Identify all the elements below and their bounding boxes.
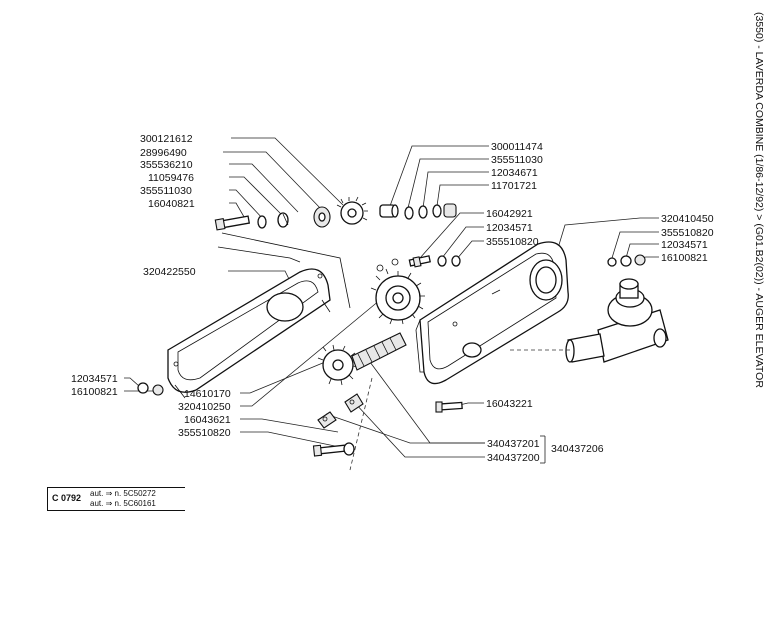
bolt-top-left-icon	[214, 206, 331, 231]
part-label: 340437201	[487, 438, 540, 450]
part-label: 355511030	[491, 154, 543, 166]
bushing-top-mid-icon	[379, 203, 457, 220]
part-label: 16100821	[661, 252, 708, 264]
part-label: 355510820	[178, 427, 231, 439]
part-label: 340437200	[487, 452, 540, 464]
part-label-chain-group: 340437206	[551, 443, 604, 455]
part-label: 355510820	[661, 227, 714, 239]
labels-center: 16042921 12034571 355510820	[486, 208, 539, 248]
part-label: 12034671	[491, 167, 538, 179]
part-label-bolt: 16043221	[486, 398, 533, 410]
revision-note: aut. ⇒ n. 5C50272	[90, 489, 156, 498]
part-label: 320410250	[178, 401, 231, 413]
right-washers-icon	[607, 254, 646, 267]
part-label: 11059476	[148, 172, 194, 184]
leader-lines	[124, 137, 659, 464]
part-label: 355510820	[486, 236, 539, 248]
part-label: 16042921	[486, 208, 533, 220]
revision-note: aut. ⇒ n. 5C60161	[90, 499, 156, 508]
bottom-bolts-icon	[312, 401, 463, 457]
part-label: 28996490	[140, 147, 187, 159]
left-cover-plate-icon	[167, 268, 331, 399]
part-label: 300011474	[491, 141, 543, 153]
bolt-center-icon	[408, 255, 461, 268]
part-label: 300121612	[140, 133, 193, 145]
labels-top-mid: 300011474 355511030 12034671 11701721	[491, 141, 543, 192]
labels-left: 12034571 16100821	[71, 373, 118, 398]
part-label: 16100821	[71, 386, 118, 398]
labels-bottom-left: 14610170 320410250 16043621 355510820	[178, 388, 231, 439]
axis-guide	[349, 377, 373, 471]
part-label: 320410450	[661, 213, 714, 225]
revision-code: C 0792	[52, 493, 82, 503]
part-label: 16043621	[184, 414, 231, 426]
gearbox-icon	[510, 278, 669, 363]
sprocket-top-icon	[336, 196, 368, 225]
labels-right: 320410450 355510820 12034571 16100821	[661, 213, 714, 264]
part-label: 14610170	[184, 388, 231, 400]
part-label: 12034571	[71, 373, 118, 385]
center-sprocket-chain-icon	[317, 258, 425, 386]
part-label: 11701721	[491, 180, 537, 192]
part-label: 16040821	[148, 198, 195, 210]
part-label: 12034571	[486, 222, 533, 234]
labels-chain: 340437201 340437200	[487, 438, 540, 464]
part-label: 355511030	[140, 185, 192, 197]
left-washers-icon	[137, 382, 164, 396]
right-housing-icon	[415, 241, 569, 385]
part-label-cover: 320422550	[143, 266, 196, 278]
labels-top-left: 300121612 28996490 355536210 11059476 35…	[140, 133, 195, 210]
revision-code-box: C 0792 aut. ⇒ n. 5C50272 aut. ⇒ n. 5C601…	[47, 487, 185, 511]
part-label: 355536210	[140, 159, 193, 171]
chain-links-icon	[317, 393, 364, 429]
part-label: 12034571	[661, 239, 708, 251]
